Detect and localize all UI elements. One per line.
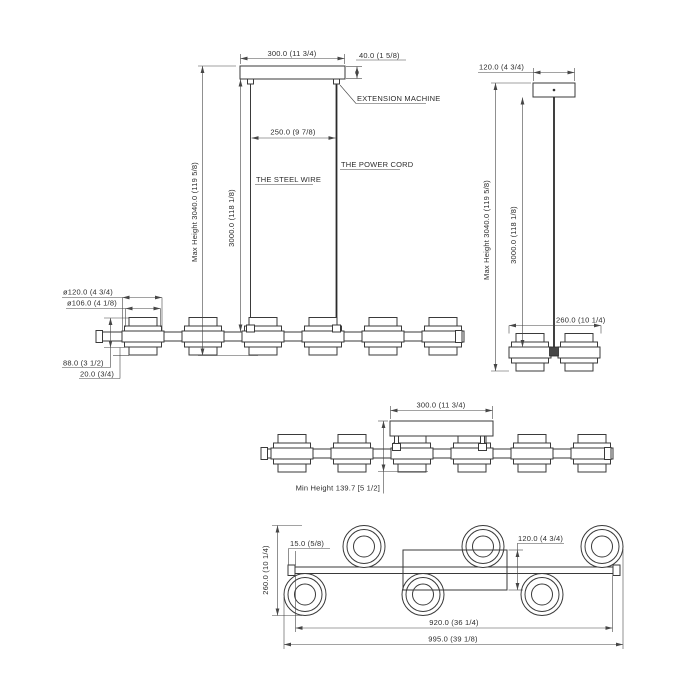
- steel-wire-label: THE STEEL WIRE: [256, 175, 321, 184]
- side-dim-fixture-depth: 260.0 (10 1/4): [508, 316, 606, 334]
- front-dim-shade-bottom-label: 20.0 (3/4): [80, 370, 114, 379]
- front-dim-canopy-height-label: 40.0 (1 5/8): [359, 51, 400, 60]
- min-left-hanger-fitting: [392, 443, 401, 451]
- plan-dim-fixture-depth-label: 260.0 (10 1/4): [261, 545, 270, 595]
- plan-dim-fixture-depth: 260.0 (10 1/4): [261, 525, 302, 616]
- plan-dim-end-cap-label: 15.0 (5/8): [290, 539, 324, 548]
- side-dim-canopy-depth: 120.0 (4 3/4): [478, 63, 575, 81]
- plan-dim-bar-length-label: 920.0 (36 1/4): [429, 618, 479, 627]
- side-dim-canopy-depth-label: 120.0 (4 3/4): [479, 63, 524, 72]
- min-dim-canopy-width-label: 300.0 (11 3/4): [417, 401, 466, 410]
- plan-dim-overall-length: 995.0 (39 1/8): [283, 549, 624, 649]
- plan-canopy-outline: [402, 549, 508, 591]
- front-dim-cord-spacing-label: 250.0 (9 7/8): [270, 128, 315, 137]
- cord-top-fitting: [333, 78, 340, 85]
- min-bar: [262, 448, 608, 459]
- extension-machine-label: EXTENSION MACHINE: [357, 94, 440, 103]
- front-dim-shade-height: 88.0 (3 1/2): [62, 317, 129, 368]
- front-dim-canopy-width: 300.0 (11 3/4): [240, 49, 345, 64]
- plan-bar-right-cap: [612, 564, 621, 576]
- side-dim-max-height-label: Max Height 3040.0 (119 5/8): [482, 180, 491, 280]
- side-dim-drop: 3000.0 (118 1/8): [509, 97, 548, 348]
- front-dim-cord-spacing: 250.0 (9 7/8): [251, 128, 336, 140]
- front-dim-max-height-label: Max Height 3040.0 (119 5/8): [190, 162, 199, 262]
- front-dim-shade-height-label: 88.0 (3 1/2): [63, 359, 104, 368]
- min-bar-right-cap: [604, 447, 612, 460]
- side-bar-fitting: [549, 346, 559, 357]
- front-dim-shade-inner: ø106.0 (4 1/8): [66, 299, 161, 327]
- plan-view: 15.0 (5/8) 120.0 (4 3/4) 260.0 (10 1/4) …: [261, 525, 624, 649]
- wire-top-fitting: [247, 78, 254, 85]
- plan-dim-canopy-depth: 120.0 (4 3/4): [508, 534, 564, 591]
- front-bar-right-cap: [455, 330, 463, 343]
- front-dim-canopy-height: 40.0 (1 5/8): [346, 51, 406, 79]
- side-dim-drop-label: 3000.0 (118 1/8): [509, 206, 518, 264]
- side-view: 120.0 (4 3/4) Max Height 3040.0 (119 5/8…: [478, 63, 606, 372]
- front-dim-drop-label: 3000.0 (118 1/8): [227, 189, 236, 247]
- front-view: 300.0 (11 3/4) 40.0 (1 5/8) EXTENSION MA…: [62, 49, 465, 379]
- min-bar-left-cap: [260, 447, 268, 460]
- plan-dim-bar-length: 920.0 (36 1/4): [295, 576, 613, 632]
- steel-wire-callout: THE STEEL WIRE: [255, 175, 321, 185]
- canopy-screw: [552, 88, 556, 92]
- plan-dim-end-cap: 15.0 (5/8): [288, 539, 330, 566]
- front-dim-shade-bottom: 20.0 (3/4): [79, 347, 129, 379]
- front-dim-shade-outer-label: ø120.0 (4 3/4): [63, 288, 113, 297]
- plan-dim-canopy-depth-label: 120.0 (4 3/4): [518, 534, 563, 543]
- front-dim-shade-inner-label: ø106.0 (4 1/8): [67, 299, 117, 308]
- min-dim-min-height: Min Height 139.7 [5 1/2]: [296, 420, 428, 494]
- plan-dim-overall-length-label: 995.0 (39 1/8): [428, 635, 478, 644]
- plan-bar-left-cap: [287, 564, 296, 576]
- min-dim-min-height-label: Min Height 139.7 [5 1/2]: [296, 484, 380, 493]
- front-dim-max-height: Max Height 3040.0 (119 5/8): [190, 65, 258, 356]
- side-dim-fixture-depth-label: 260.0 (10 1/4): [556, 316, 606, 325]
- cord-bar-fitting: [332, 324, 341, 333]
- front-dim-drop: 3000.0 (118 1/8): [227, 79, 243, 332]
- side-dim-max-height: Max Height 3040.0 (119 5/8): [482, 82, 531, 372]
- front-bar-left-cap: [95, 330, 103, 343]
- min-right-hanger-fitting: [478, 443, 487, 451]
- power-cord-label: THE POWER CORD: [341, 160, 414, 169]
- power-cord-callout: THE POWER CORD: [340, 160, 414, 170]
- front-canopy: [239, 65, 346, 80]
- min-height-view: 300.0 (11 3/4) Min Height 139.7 [5 1/2]: [260, 401, 614, 494]
- plan-bar: [294, 566, 614, 574]
- min-dim-canopy-width: 300.0 (11 3/4): [390, 401, 493, 419]
- extension-machine-callout: EXTENSION MACHINE: [339, 84, 440, 104]
- front-dim-shade-outer: ø120.0 (4 3/4): [62, 288, 163, 331]
- front-dim-canopy-width-label: 300.0 (11 3/4): [268, 49, 317, 58]
- wire-bar-fitting: [246, 324, 255, 333]
- min-canopy: [389, 420, 494, 437]
